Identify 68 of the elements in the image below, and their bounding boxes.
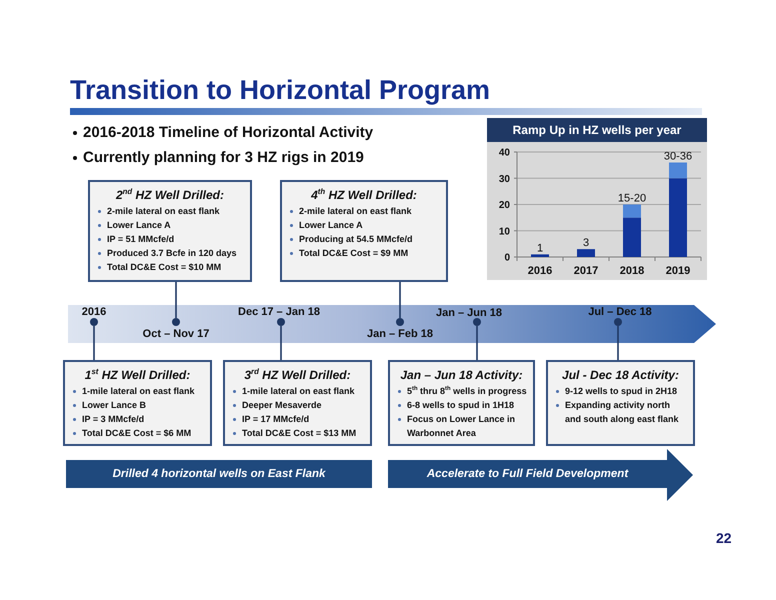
tick-label: 2017	[574, 265, 598, 277]
bullet-item: Total DC&E Cost = $10 MM	[96, 260, 222, 274]
bullet-item: IP = 17 MMcfe/d	[231, 412, 310, 426]
arrow-banner	[388, 449, 693, 501]
leader-line	[175, 282, 177, 318]
bullet-item: IP = 51 MMcfe/d	[96, 232, 174, 246]
bullet-point: Currently planning for 3 HZ rigs in 2019	[72, 149, 364, 166]
date-label: Oct – Nov 17	[142, 328, 210, 340]
callout-box	[223, 360, 372, 446]
bullet-item: Lower Lance A	[288, 218, 363, 232]
bullet-item: Produced 3.7 Bcfe in 120 days	[96, 246, 237, 260]
bullet-item: 2-mile lateral on east flank	[96, 204, 220, 218]
date-label: 2016	[82, 306, 106, 318]
bullet-item: 6-8 wells to spud in 1H18	[396, 398, 514, 412]
bullet-item: Producing at 54.5 MMcfe/d	[288, 232, 413, 246]
date-label: Jul – Dec 18	[588, 306, 652, 318]
banner-bar	[66, 460, 372, 488]
bullet-item: 1-mile lateral on east flank	[71, 384, 195, 398]
callout-box	[388, 360, 535, 446]
date-label: Jan – Jun 18	[436, 307, 502, 319]
tick-label: 2018	[620, 265, 644, 277]
bullet-item: IP = 3 MMcfe/d	[71, 412, 144, 426]
bullet-item: 1-mile lateral on east flank	[231, 384, 355, 398]
value-label: 30-36	[664, 150, 692, 162]
bullet-item: Total DC&E Cost = $6 MM	[71, 426, 192, 440]
value-label: 1	[536, 242, 544, 254]
box-heading: 4$^{th}$ HZ Well Drilled:	[311, 188, 417, 203]
slide-title: Transition to Horizontal Program	[70, 75, 490, 106]
tick-label: 40	[498, 148, 510, 158]
box-heading: Jul - Dec 18 Activity:	[562, 368, 679, 383]
page-number: 22	[716, 530, 732, 546]
bullet-item: Focus on Lower Lance in Warbonnet Area	[396, 412, 527, 440]
date-label: Jan – Feb 18	[366, 328, 434, 340]
bullet-item: Total DC&E Cost = $13 MM	[231, 426, 356, 440]
bullet-item: Total DC&E Cost = $9 MM	[288, 246, 408, 260]
callout-box	[280, 180, 448, 282]
bullet-item: Expanding activity north and south along east flank	[554, 398, 687, 426]
box-heading: 3$^{rd}$ HZ Well Drilled:	[244, 368, 351, 383]
bullet-item: 9-12 wells to spud in 2H18	[554, 384, 678, 398]
date-label: Dec 17 – Jan 18	[238, 306, 320, 318]
callout-box	[88, 180, 252, 282]
tick-label: 10	[498, 226, 510, 238]
chart-title: Ramp Up in HZ wells per year	[487, 118, 707, 142]
box-heading: 2$^{nd}$ HZ Well Drilled:	[116, 188, 224, 203]
leader-line	[93, 326, 95, 360]
tick-label: 2019	[666, 265, 690, 277]
tick-label: 2016	[528, 265, 552, 277]
bullet-item: Lower Lance B	[71, 398, 146, 412]
banner-text: Accelerate to Full Field Development	[426, 467, 628, 481]
bullet-item: 2-mile lateral on east flank	[288, 204, 412, 218]
leader-line	[280, 326, 282, 360]
leader-line	[399, 282, 401, 318]
tick-label: 20	[498, 200, 510, 211]
bullet-item: 5$^{th}$ thru 8$^{th}$ wells in progress	[396, 384, 527, 398]
callout-box	[63, 360, 212, 446]
banner-text: Drilled 4 horizontal wells on East Flank	[112, 467, 326, 481]
tick-label: 0	[504, 252, 510, 264]
bullet-item: Lower Lance A	[96, 218, 171, 232]
box-heading: Jan – Jun 18 Activity:	[400, 368, 523, 383]
leader-line	[476, 326, 478, 360]
box-heading: 1$^{st}$ HZ Well Drilled:	[84, 368, 190, 383]
tick-label: 30	[498, 174, 510, 185]
value-label: 15-20	[618, 192, 646, 204]
value-label: 3	[582, 237, 590, 250]
bullet-item: Deeper Mesaverde	[231, 398, 322, 412]
bullet-point: 2016-2018 Timeline of Horizontal Activity	[72, 124, 374, 141]
callout-box	[546, 360, 695, 446]
leader-line	[617, 326, 619, 360]
